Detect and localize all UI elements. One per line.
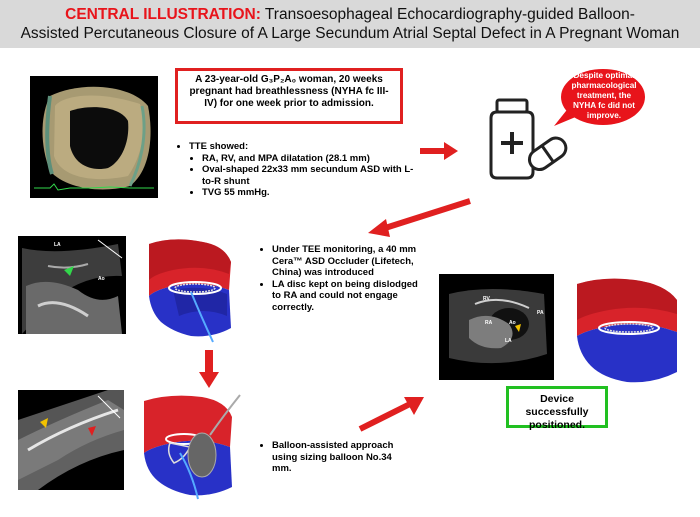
arrow-to-medication bbox=[420, 142, 458, 160]
speech-bubble-text: Despite optimal pharmacological treatmen… bbox=[571, 71, 637, 120]
tee-note-item: Under TEE monitoring, a 40 mm Cera™ ASD … bbox=[272, 244, 426, 279]
3d-echo-graphic bbox=[34, 86, 154, 191]
tte-heading-item: TTE showed: RA, RV, and MPA dilatation (… bbox=[189, 141, 420, 199]
header-band bbox=[0, 0, 700, 48]
3d-echo-image bbox=[30, 76, 158, 198]
title-line1: Transoesophageal Echocardiography-guided… bbox=[260, 6, 635, 23]
heart-diagram-device-positioned bbox=[577, 278, 677, 383]
echo-label-pa: PA bbox=[537, 310, 544, 316]
heart-diagram-balloon bbox=[144, 394, 241, 500]
echo-label-rv: RV bbox=[483, 296, 490, 302]
arrow-to-tee-step bbox=[368, 198, 471, 237]
echo-label-la: LA bbox=[505, 338, 512, 344]
echo-label-ao: Ao bbox=[98, 276, 105, 282]
tte-finding-item: RA, RV, and MPA dilatation (28.1 mm) bbox=[202, 153, 420, 165]
result-text: Device successfully positioned. bbox=[525, 393, 589, 431]
title-prefix: CENTRAL ILLUSTRATION: bbox=[65, 6, 261, 23]
tte-finding-item: Oval-shaped 22x33 mm secundum ASD with L… bbox=[202, 164, 420, 187]
tee-echo-image-2 bbox=[18, 390, 124, 490]
echo-label-la: LA bbox=[54, 242, 61, 248]
heart-diagram-occluder-dislodged bbox=[149, 239, 231, 343]
title-line2: Assisted Percutaneous Closure of A Large… bbox=[20, 25, 680, 42]
tee-procedure-notes: Under TEE monitoring, a 40 mm Cera™ ASD … bbox=[258, 244, 426, 313]
tee-echo-graphic-1 bbox=[18, 236, 126, 334]
balloon-note-item: Balloon-assisted approach using sizing b… bbox=[272, 440, 408, 475]
result-box: Device successfully positioned. bbox=[506, 386, 608, 431]
tee-echo-graphic-2 bbox=[18, 390, 124, 490]
tee-note-item: LA disc kept on being dislodged to RA an… bbox=[272, 279, 426, 314]
tee-echo-image-1: LA Ao bbox=[18, 236, 126, 334]
page-title: CENTRAL ILLUSTRATION: Transoesophageal E… bbox=[0, 5, 700, 43]
medication-icon bbox=[489, 98, 568, 180]
balloon-approach-note: Balloon-assisted approach using sizing b… bbox=[258, 440, 408, 475]
tee-echo-graphic-result bbox=[439, 274, 554, 380]
arrow-to-balloon-step bbox=[199, 350, 219, 388]
tee-echo-image-result: RV RA Ao PA LA bbox=[439, 274, 554, 380]
tte-heading: TTE showed: bbox=[189, 141, 249, 152]
tte-findings: TTE showed: RA, RV, and MPA dilatation (… bbox=[175, 141, 420, 199]
arrow-to-result bbox=[358, 397, 424, 432]
case-summary-text: A 23-year-old G₃P₂A₀ woman, 20 weeks pre… bbox=[189, 74, 389, 109]
echo-label-ao: Ao bbox=[509, 320, 516, 326]
tte-finding-item: TVG 55 mmHg. bbox=[202, 187, 420, 199]
case-summary-box: A 23-year-old G₃P₂A₀ woman, 20 weeks pre… bbox=[175, 68, 403, 124]
echo-label-ra: RA bbox=[485, 320, 493, 326]
speech-bubble-shape bbox=[554, 69, 645, 126]
